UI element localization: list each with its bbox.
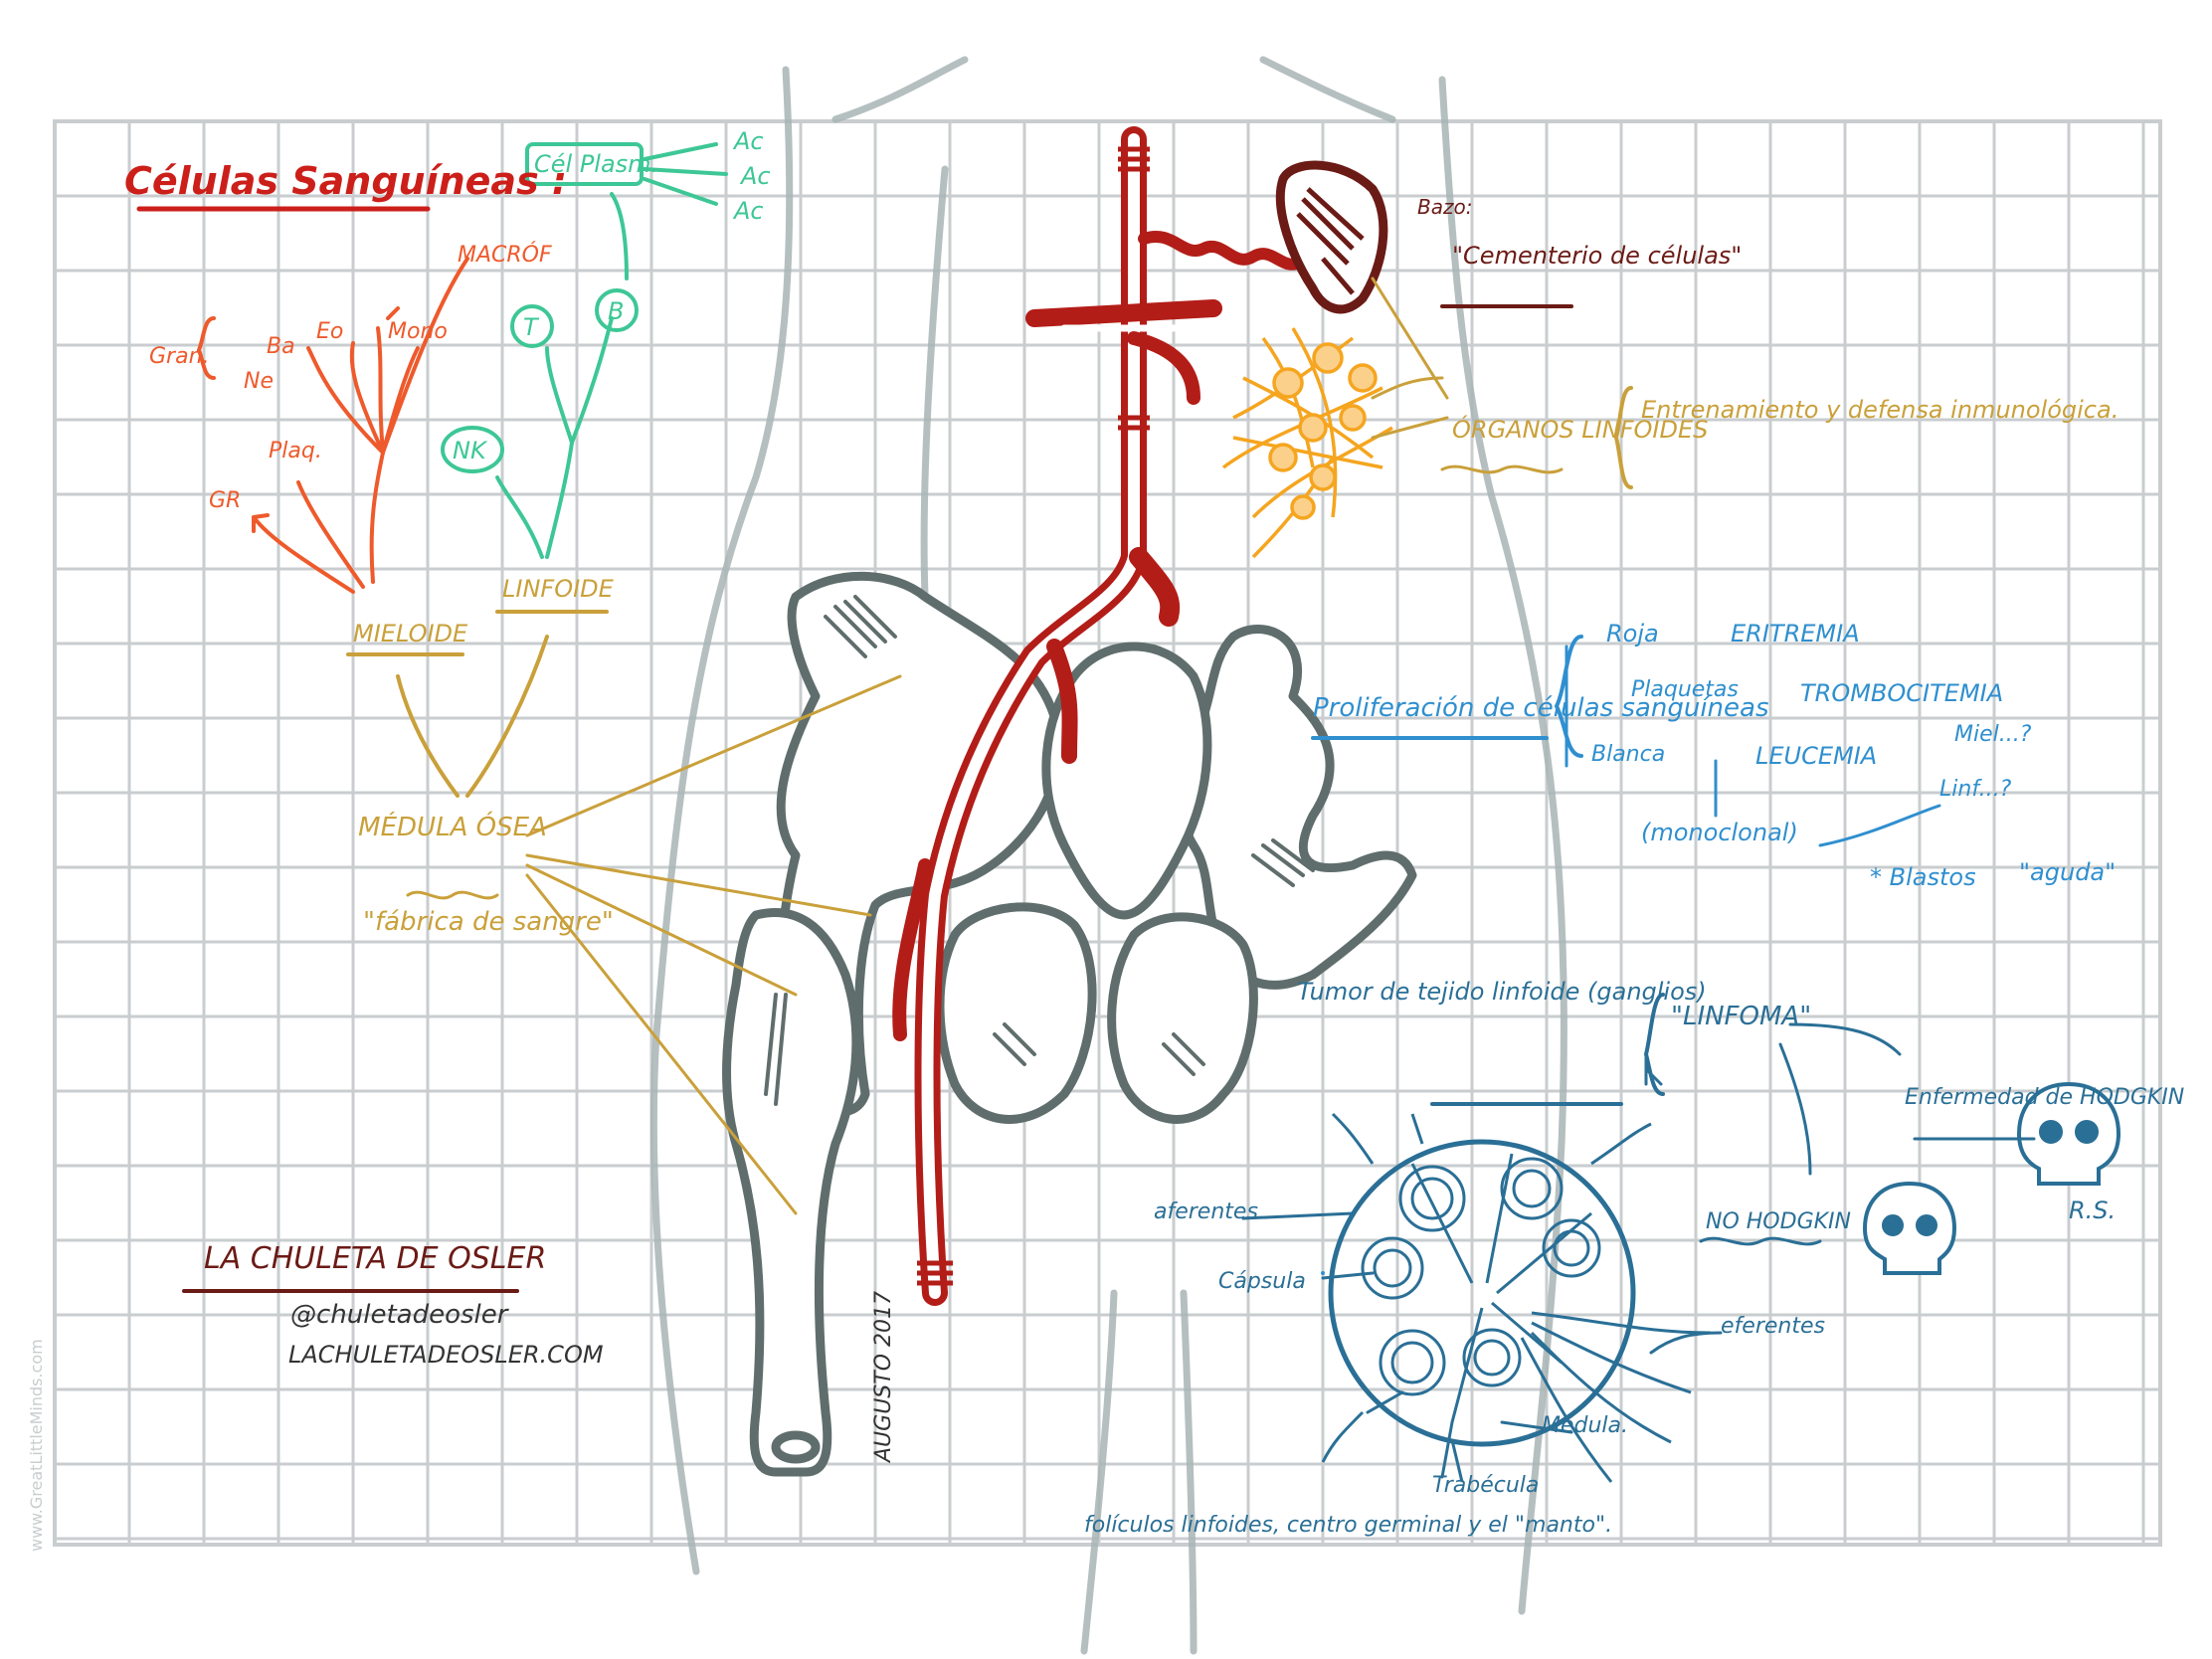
marrow-label: MÉDULA ÓSEA <box>358 811 547 842</box>
platelet-label: Plaq. <box>269 439 322 463</box>
leucemia-label: LEUCEMIA <box>1755 742 1877 770</box>
lymphoid-label: LINFOIDE <box>502 575 615 603</box>
page-title: Células Sanguíneas : <box>124 159 567 203</box>
credits-site: LACHULETADEOSLER.COM <box>288 1341 604 1369</box>
watermark: www.GreatLittleMinds.com <box>27 1339 46 1552</box>
credits-handle: @chuletadeosler <box>290 1300 510 1330</box>
granulocyte-label: Gran. <box>149 344 210 369</box>
lymphoid-tumor-text: Tumor de tejido linfoide (ganglios) <box>1297 978 1706 1006</box>
reed-sternberg-label: R.S. <box>2069 1197 2116 1224</box>
marrow-label-text: MÉDULA ÓSEA <box>358 811 547 842</box>
bone-hatching <box>764 595 1315 1106</box>
follicles-label: folículos linfoides, centro germinal y e… <box>1084 1513 1612 1538</box>
t-cell-label: T <box>523 313 540 341</box>
blastos-label: * Blastos <box>1870 863 1976 891</box>
blanca-label: Blanca <box>1591 742 1665 767</box>
myeloid-label: MIELOIDE <box>353 620 468 647</box>
credits-name: LA CHULETA DE OSLER <box>204 1241 546 1276</box>
non-hodgkin-label: NO HODGKIN <box>1706 1209 1851 1234</box>
roja-label: Roja <box>1606 620 1659 647</box>
trabecula-label: Trabécula <box>1432 1473 1539 1498</box>
linf-label: Linf...? <box>1939 777 2012 802</box>
skull-non-hodgkin-icon <box>1862 1181 1957 1275</box>
lymph-organs-label: ÓRGANOS LINFOIDES <box>1452 414 1708 444</box>
red-cell-label: GR <box>209 488 241 513</box>
spleen-label: Bazo: <box>1417 195 1472 219</box>
skull-hodgkin-icon <box>2016 1081 2121 1186</box>
braces <box>196 316 1665 1096</box>
neutrophil-label: Ne <box>244 369 274 394</box>
antibody-label-1: Ac <box>732 127 764 155</box>
proliferation-label: Proliferación de células sanguíneas <box>1313 693 1769 723</box>
antibody-label-3: Ac <box>732 197 764 225</box>
body-silhouette <box>649 56 1567 1655</box>
basophil-label: Ba <box>267 334 295 359</box>
plasma-cell-label: Cél Plasm. <box>534 150 658 178</box>
capsule-label: Cápsula <box>1218 1269 1306 1294</box>
eosinophil-label: Eo <box>316 319 343 344</box>
cell-circles <box>441 142 644 473</box>
aorta-artery <box>892 126 1222 1306</box>
eritremia-label: ERITREMIA <box>1731 620 1860 647</box>
connector-lines <box>252 142 1941 1479</box>
underlines <box>136 206 2036 1293</box>
monocyte-label: Mono <box>388 319 448 344</box>
trombocitemia-label: TROMBOCITEMIA <box>1800 679 2003 707</box>
spleen <box>1275 160 1388 314</box>
monoclonal-label: (monoclonal) <box>1641 819 1798 846</box>
b-cell-label: B <box>608 297 624 325</box>
afferent-label: aferentes <box>1154 1199 1258 1224</box>
macrophage-label: MACRÓF <box>458 242 552 268</box>
plaquetas-label: Plaquetas <box>1631 677 1739 702</box>
medulla-label: Médula. <box>1542 1413 1628 1438</box>
lymph-node-section <box>1321 1112 1712 1483</box>
lymph-node-cluster <box>1221 327 1393 559</box>
artery-rings <box>917 146 1150 1286</box>
spleen-quote: "Cementerio de células" <box>1452 242 1742 270</box>
lymphoid-tumor-label: Tumor de tejido linfoide (ganglios) <box>1297 978 1706 1006</box>
aguda-label: "aguda" <box>2019 858 2116 886</box>
efferent-label: eferentes <box>1721 1314 1825 1339</box>
hodgkin-label: Enfermedad de HODGKIN <box>1905 1085 2184 1110</box>
signature: AUGUSTO 2017 <box>871 1291 896 1464</box>
antibody-label-2: Ac <box>739 162 771 190</box>
nk-cell-label: NK <box>453 437 488 464</box>
miel-label: Miel...? <box>1954 722 2032 747</box>
grid-border <box>53 119 2162 1547</box>
marrow-quote: "fábrica de sangre" <box>363 907 614 937</box>
lymphoma-label: "LINFOMA" <box>1671 1002 1811 1031</box>
lymph-organs-desc: Entrenamiento y defensa inmunológica. <box>1641 396 2119 424</box>
